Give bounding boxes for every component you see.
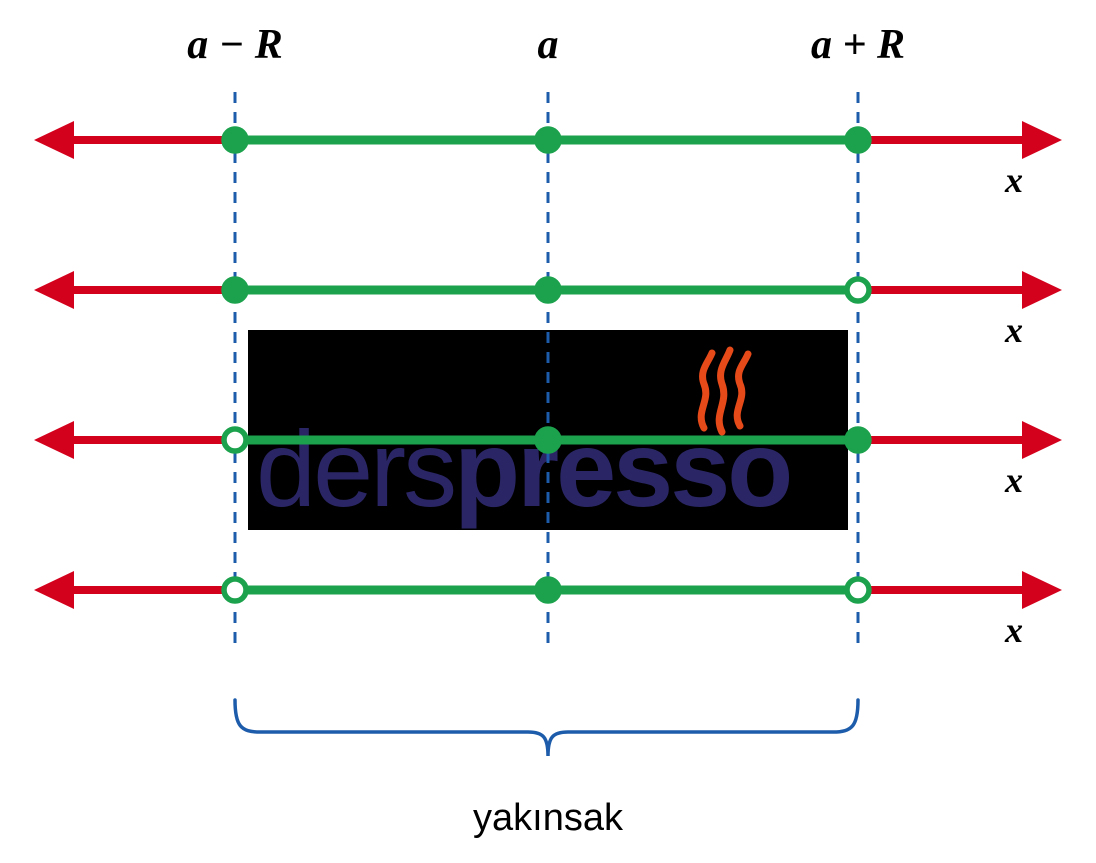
right-endpoint-closed xyxy=(844,426,872,454)
flame-icon xyxy=(697,346,752,436)
axis-label-x: x xyxy=(1004,610,1023,650)
right-arrow-icon xyxy=(1022,421,1062,459)
axis-label-x: x xyxy=(1004,310,1023,350)
right-endpoint-closed xyxy=(844,126,872,154)
flame-stroke-1 xyxy=(697,349,716,432)
axis-label-x: x xyxy=(1004,160,1023,200)
center-point xyxy=(534,126,562,154)
left-endpoint-open xyxy=(221,426,249,454)
left-endpoint-closed xyxy=(221,276,249,304)
center-point xyxy=(534,426,562,454)
right-endpoint-open xyxy=(844,576,872,604)
right-endpoint-open xyxy=(844,276,872,304)
right-arrow-icon xyxy=(1022,271,1062,309)
logo-text-light: ders xyxy=(256,408,454,529)
label-a-plus-R: a + R xyxy=(811,22,905,68)
number-line-2: x xyxy=(34,271,1062,350)
convergence-label: yakınsak xyxy=(473,797,624,839)
convergence-brace-group: yakınsak xyxy=(233,698,860,839)
left-endpoint-closed xyxy=(221,126,249,154)
left-arrow-icon xyxy=(34,121,74,159)
number-line-4: x xyxy=(34,571,1062,650)
right-arrow-icon xyxy=(1022,121,1062,159)
logo-text-bold: presso xyxy=(454,408,790,529)
center-point xyxy=(534,276,562,304)
watermark-logo-text: derspresso xyxy=(256,408,790,529)
flame-stroke-2 xyxy=(715,346,734,436)
left-arrow-icon xyxy=(34,271,74,309)
label-a-minus-R: a − R xyxy=(187,22,282,68)
flame-stroke-3 xyxy=(733,350,752,430)
label-a: a xyxy=(538,22,559,68)
right-arrow-icon xyxy=(1022,571,1062,609)
brace-icon xyxy=(233,698,860,757)
left-endpoint-open xyxy=(221,576,249,604)
top-labels: a − R a a + R xyxy=(187,22,905,68)
left-arrow-icon xyxy=(34,571,74,609)
left-arrow-icon xyxy=(34,421,74,459)
number-line-3: x xyxy=(34,421,1062,500)
dashed-guides xyxy=(233,92,860,645)
number-line-1: x xyxy=(34,121,1062,200)
axis-label-x: x xyxy=(1004,460,1023,500)
center-point xyxy=(534,576,562,604)
